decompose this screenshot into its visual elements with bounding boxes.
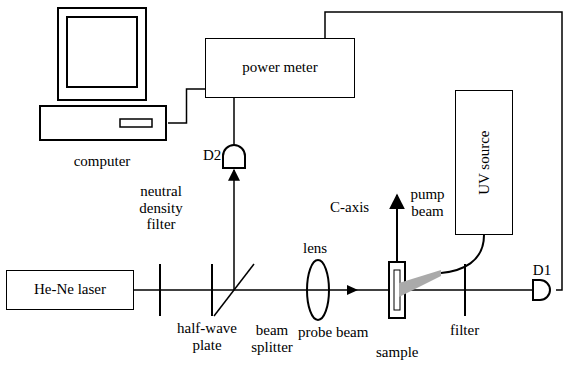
source-box: UV source [455,90,513,235]
axis-label: C-axis [330,199,369,216]
probe-beam-line [134,289,533,291]
pump-beam [399,270,441,297]
component-label: filter [450,322,479,339]
half-wave-plate [211,264,213,316]
box-label: power meter [242,59,317,76]
box-label: He-Ne laser [34,281,106,298]
component-label: lens [303,240,327,257]
computer-icon: computer [36,4,168,170]
beam-arrowhead [347,285,358,295]
component-label: sample [376,344,419,361]
fiber [441,235,484,273]
detector: D2 [203,142,245,170]
detector-label: D2 [203,147,221,164]
signal-wire [325,12,562,290]
detector-label: D1 [533,262,551,279]
component-label: beam splitter [244,322,300,355]
component-label: half-wave plate [176,320,238,353]
detector: D1 [528,262,556,302]
signal-wire [233,98,235,145]
device-label: computer [74,153,131,170]
box-label: UV source [475,130,492,194]
monitor [58,8,146,100]
c-axis-arrow [396,195,398,261]
instrument-box: power meter [205,38,355,98]
beam-label: pump beam [405,186,450,219]
signal-wire [168,89,205,123]
lens [307,260,329,320]
component-label: neutral density filter [130,183,192,233]
screen [67,17,137,87]
filter [464,264,466,316]
beam-label: probe beam [298,324,368,341]
nd-filter [159,264,161,316]
drive-slot [120,119,152,127]
detector-outline [533,280,550,300]
detector-outline [223,145,245,168]
computer-base [40,106,166,140]
laser-box: He-Ne laser [6,270,134,310]
reflected-beam [233,170,235,290]
